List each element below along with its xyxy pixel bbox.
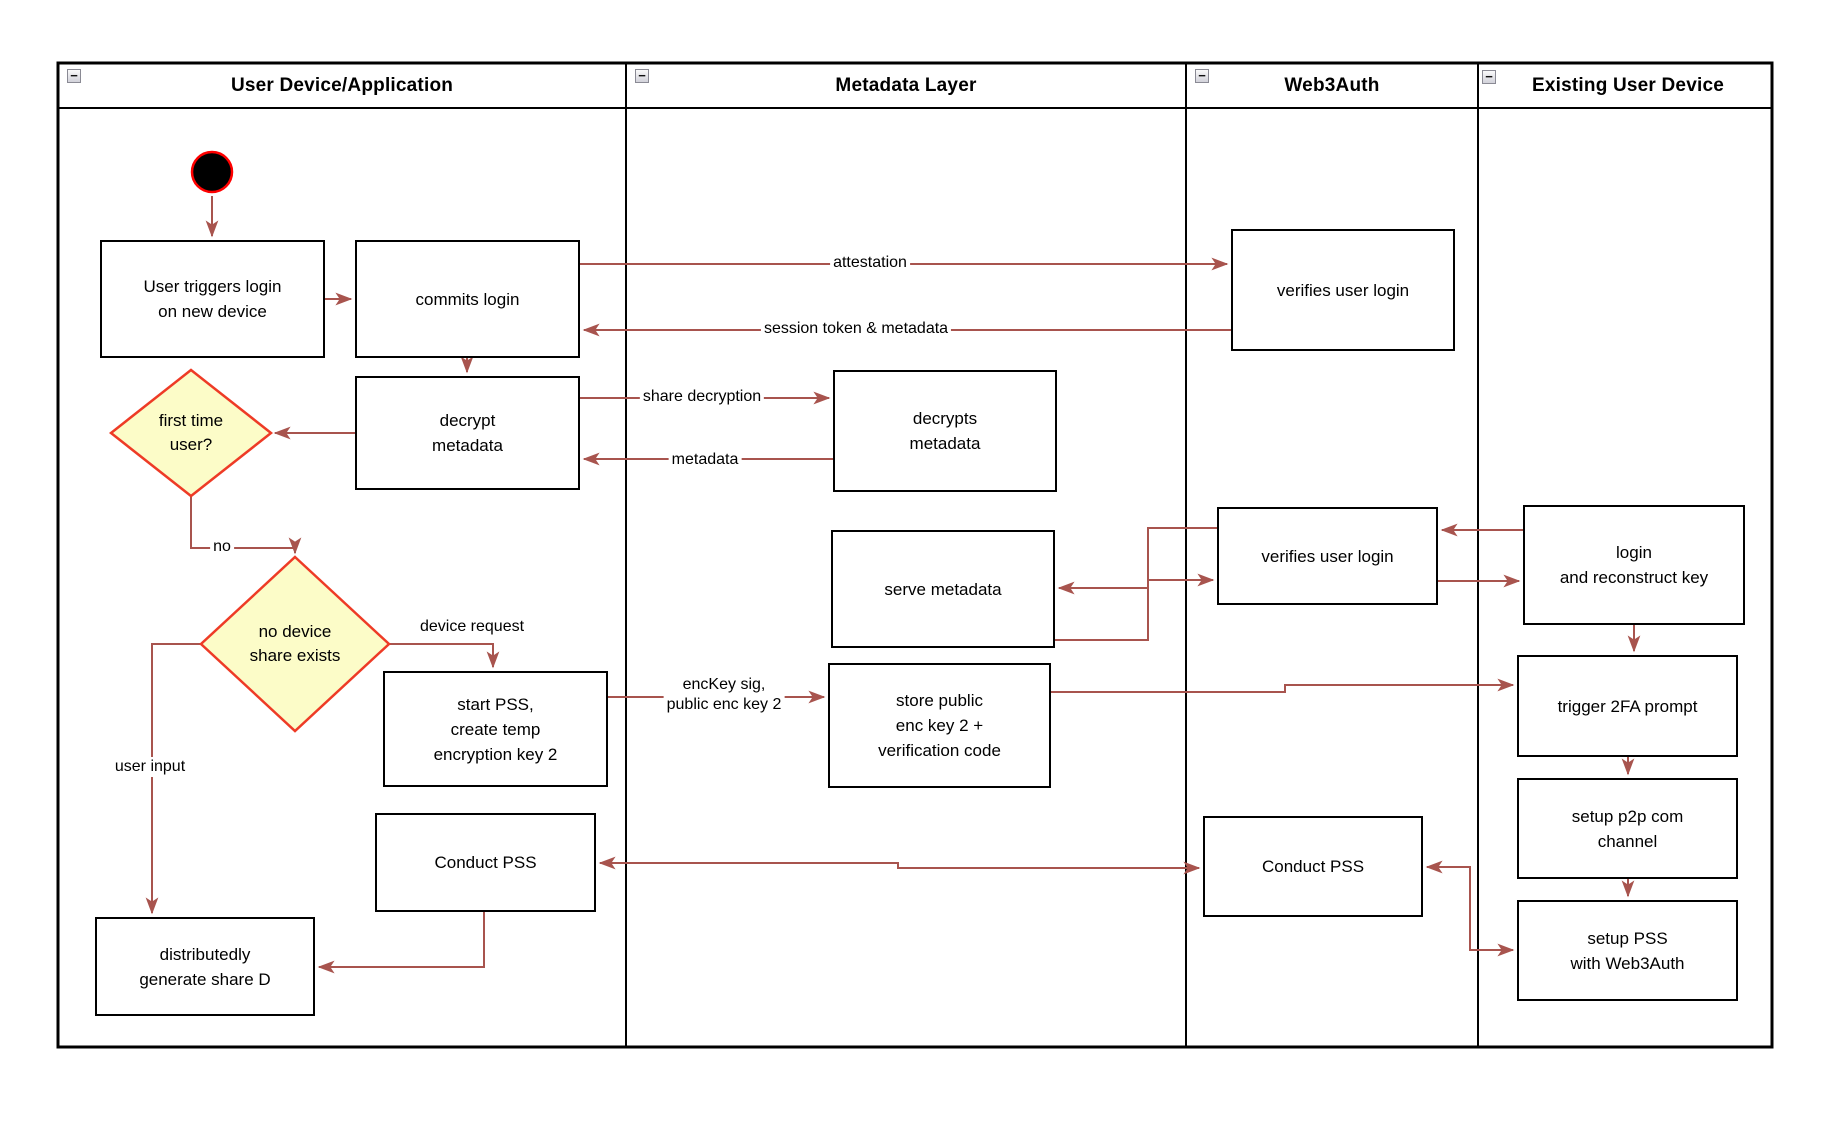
node-verifies-user-login-top: verifies user login xyxy=(1231,229,1455,351)
edge-label-attestation: attestation xyxy=(830,253,910,273)
decision-no-device-share xyxy=(199,555,391,733)
node-start-pss: start PSS, create temp encryption key 2 xyxy=(383,671,608,787)
edge-store-to-2fa xyxy=(1051,678,1515,693)
node-setup-pss-web3auth: setup PSS with Web3Auth xyxy=(1517,900,1738,1001)
edge-label-no: no xyxy=(210,537,234,557)
node-serve-metadata: serve metadata xyxy=(831,530,1055,648)
node-conduct-pss-userdevice: Conduct PSS xyxy=(375,813,596,912)
edge-label-session-token: session token & metadata xyxy=(760,319,952,339)
swimlane-header-user-device: User Device/Application xyxy=(230,74,454,96)
edge-no-branch xyxy=(190,496,302,555)
start-node xyxy=(190,150,234,194)
node-login-reconstruct-key: login and reconstruct key xyxy=(1523,505,1745,625)
node-setup-p2p-channel: setup p2p com channel xyxy=(1517,778,1738,879)
node-verifies-user-login-mid: verifies user login xyxy=(1217,507,1438,605)
node-user-triggers-login: User triggers login on new device xyxy=(100,240,325,358)
edge-user-input xyxy=(145,643,201,915)
decision-label-no-device-share: no device share exists xyxy=(249,622,341,665)
edge-label-enckey-sig: encKey sig, public enc key 2 xyxy=(663,675,785,715)
edge-conduct-pss-link xyxy=(598,856,1201,875)
collapse-icon[interactable]: − xyxy=(1195,69,1209,83)
node-distributedly-generate-share: distributedly generate share D xyxy=(95,917,315,1016)
edge-label-device-request: device request xyxy=(416,617,528,637)
edge-device-request xyxy=(389,643,500,669)
edge-label-share-decryption: share decryption xyxy=(639,387,765,407)
node-store-public-enc-key: store public enc key 2 + verification co… xyxy=(828,663,1051,788)
node-decrypts-metadata: decrypts metadata xyxy=(833,370,1057,492)
swimlane-header-existing-device: Existing User Device xyxy=(1532,74,1724,96)
node-decrypt-metadata: decrypt metadata xyxy=(355,376,580,490)
collapse-icon[interactable]: − xyxy=(67,69,81,83)
node-conduct-pss-web3auth: Conduct PSS xyxy=(1203,816,1423,917)
edge-verifies-to-serve xyxy=(1057,527,1217,595)
node-commits-login: commits login xyxy=(355,240,580,358)
swimlane-header-metadata-layer: Metadata Layer xyxy=(835,74,977,96)
node-trigger-2fa-prompt: trigger 2FA prompt xyxy=(1517,655,1738,757)
edge-label-user-input: user input xyxy=(111,757,189,777)
edge-conduct-setuppss-link xyxy=(1425,860,1515,957)
decision-first-time-user xyxy=(108,368,274,498)
decision-label-first-time-user: first time user? xyxy=(158,411,224,454)
collapse-icon[interactable]: − xyxy=(635,69,649,83)
edge-conduct-to-shared xyxy=(317,912,485,974)
edge-serve-to-verifies xyxy=(1055,573,1215,641)
swimlane-header-web3auth: Web3Auth xyxy=(1284,74,1380,96)
collapse-icon[interactable]: − xyxy=(1482,70,1496,84)
edge-label-metadata: metadata xyxy=(668,450,742,470)
